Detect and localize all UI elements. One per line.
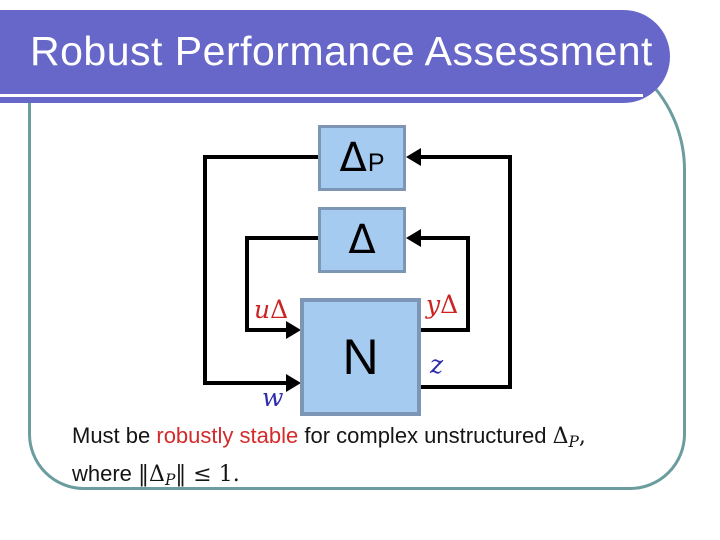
wire-right-inner-vertical — [466, 236, 470, 332]
wire-ydelta-horizontal — [421, 328, 470, 332]
wire-right-outer-vertical — [508, 155, 512, 389]
caption-math-delta-p: ΔP, — [552, 424, 586, 451]
norm-trail: ≤ 1. — [186, 461, 240, 487]
slide-title: Robust Performance Assessment — [30, 28, 653, 74]
math-delta-sub: P — [568, 432, 579, 451]
title-underline — [0, 94, 643, 97]
wire-w-horizontal — [203, 381, 288, 385]
block-n-label: N — [342, 329, 379, 385]
caption-math-norm: ‖ΔP‖ ≤ 1. — [138, 461, 240, 489]
block-delta-symbol: Δ — [348, 217, 376, 263]
arrowhead-into-delta — [406, 229, 421, 247]
signal-label-y-delta: yΔ — [426, 292, 458, 317]
norm-delta: Δ — [149, 461, 165, 487]
block-delta: Δ — [318, 207, 406, 273]
caption: Must be robustly stable for complex unst… — [72, 420, 672, 496]
caption-highlight: robustly stable — [156, 423, 299, 448]
arrowhead-into-deltap — [406, 148, 421, 166]
caption-line-2: where ‖ΔP‖ ≤ 1. — [72, 458, 672, 496]
block-delta-p-subscript: P — [367, 148, 385, 177]
signal-label-u-delta: uΔ — [254, 297, 288, 322]
norm-close: ‖ — [175, 461, 187, 487]
u-delta-symbol: Δ — [270, 295, 289, 324]
math-delta: Δ — [552, 424, 569, 449]
wire-left-inner-vertical — [245, 236, 249, 332]
caption-where: where — [72, 460, 139, 486]
caption-line-1: Must be robustly stable for complex unst… — [72, 420, 672, 458]
block-n: N — [300, 298, 421, 416]
wire-left-outer-vertical — [203, 155, 207, 385]
norm-open: ‖ — [138, 461, 150, 487]
y-delta-symbol: Δ — [440, 290, 459, 319]
caption-middle: for complex unstructured — [298, 423, 553, 448]
arrowhead-into-n-udelta — [286, 321, 301, 339]
wire-deltap-output-horizontal — [205, 155, 318, 159]
caption-prefix: Must be — [72, 423, 157, 448]
wire-deltap-input-horizontal — [419, 155, 512, 159]
signal-label-w: w — [262, 383, 284, 412]
block-delta-p-symbol: Δ — [339, 135, 367, 181]
signal-label-z: z — [430, 350, 444, 379]
wire-udelta-horizontal — [245, 328, 288, 332]
y-var: y — [426, 290, 441, 319]
wire-delta-input-horizontal — [419, 236, 470, 240]
arrowhead-into-n-w — [286, 374, 301, 392]
math-trail: , — [578, 424, 586, 449]
u-var: u — [254, 295, 271, 324]
title-banner: Robust Performance Assessment — [0, 10, 670, 103]
wire-delta-output-horizontal — [247, 236, 318, 240]
norm-delta-sub: P — [164, 470, 176, 489]
wire-z-horizontal — [421, 385, 512, 389]
